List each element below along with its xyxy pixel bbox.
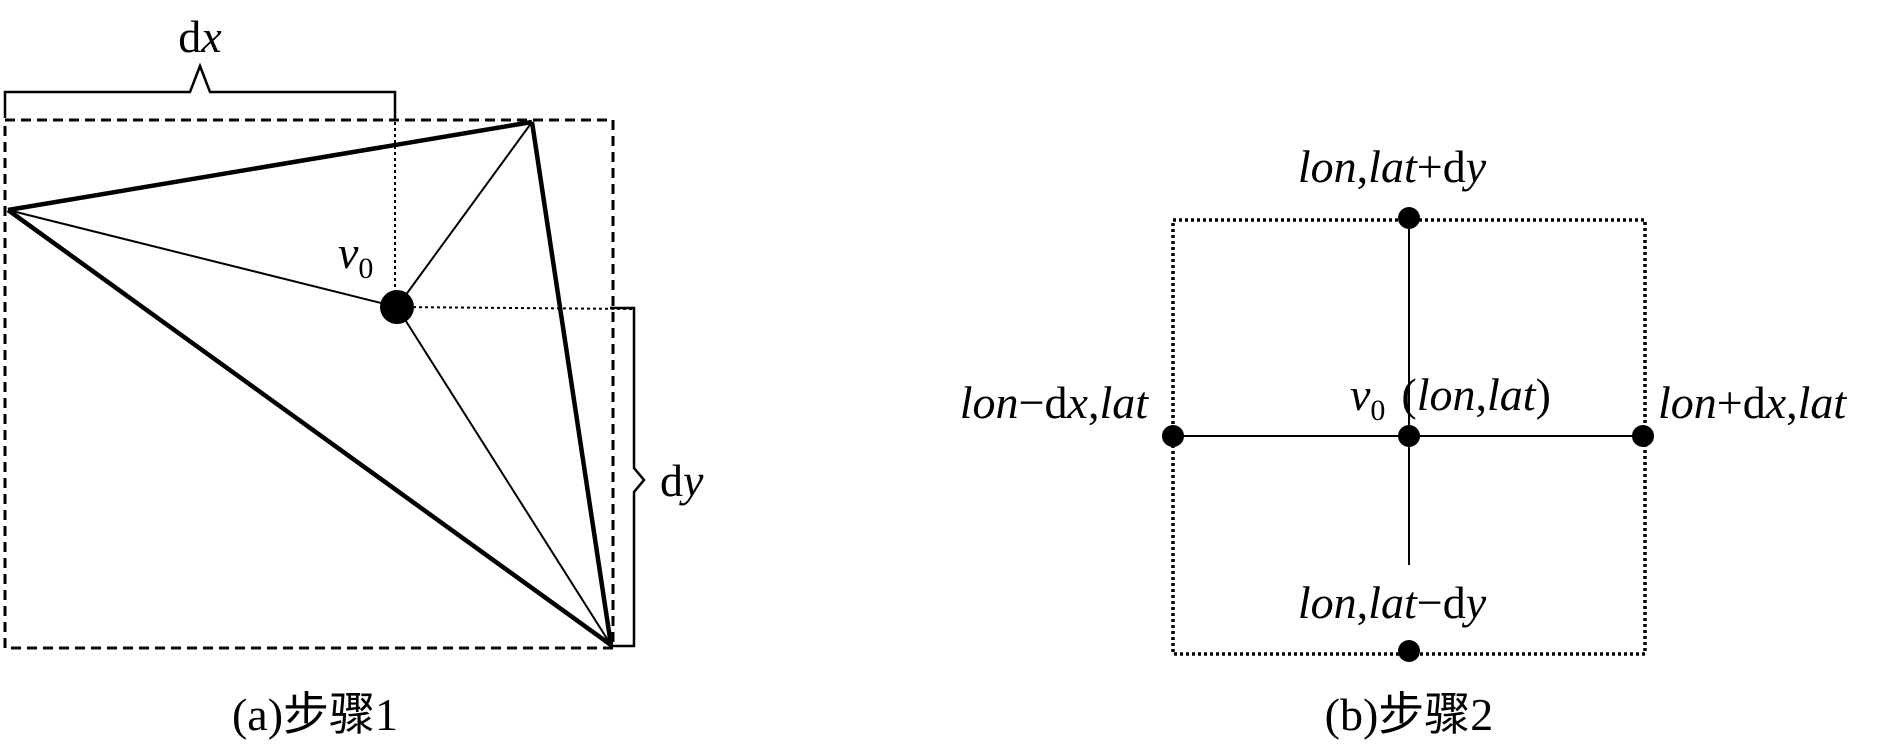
triangle-edge-top <box>7 119 533 213</box>
top-point-label: lon,lat+dy <box>1298 141 1487 192</box>
right-point-label: lon+dx,lat <box>1658 377 1847 428</box>
center-point-label: v0(lon,lat) <box>1350 369 1551 427</box>
point-top <box>1398 207 1420 229</box>
v0-label: v0 <box>338 227 373 285</box>
triangle-edge-right <box>529 121 614 646</box>
horizontal-guide-line <box>394 306 635 310</box>
caption-a: (a)步骤1 <box>232 689 398 740</box>
panel-a: dx dy v0 (a)步骤1 <box>3 11 704 740</box>
dy-brace <box>610 306 646 648</box>
left-point-label: lon−dx,lat <box>960 377 1149 428</box>
panel-b: lon,lat+dy lon−dx,lat lon+dx,lat v0(lon,… <box>960 141 1848 740</box>
point-center <box>1398 425 1420 447</box>
triangle-edge-diagonal <box>6 208 613 647</box>
caption-b: (b)步骤2 <box>1325 689 1494 740</box>
point-left <box>1162 425 1184 447</box>
dx-brace <box>3 62 397 118</box>
bottom-point-label: lon,lat−dy <box>1298 577 1487 628</box>
dx-label: dx <box>178 11 222 62</box>
inner-edge-top <box>396 121 533 308</box>
bounding-box-dashed <box>3 118 615 650</box>
vertex-v0 <box>380 290 414 324</box>
inner-edge-bottom <box>396 306 612 646</box>
dy-label: dy <box>660 455 704 506</box>
point-right <box>1632 425 1654 447</box>
point-bottom <box>1398 640 1420 662</box>
inner-edge-left <box>7 209 398 308</box>
